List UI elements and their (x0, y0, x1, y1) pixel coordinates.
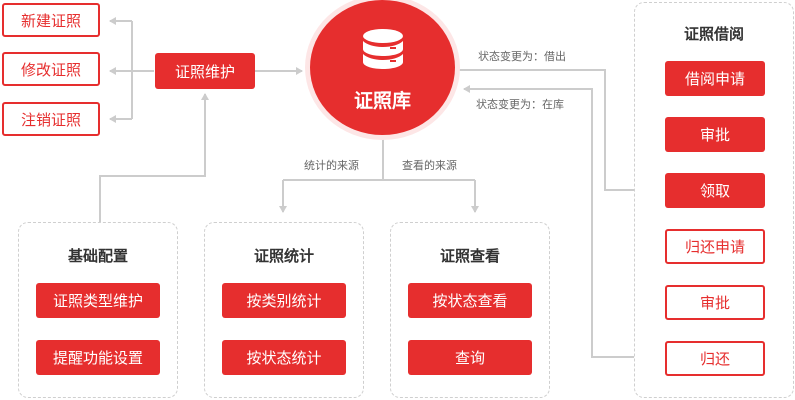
return-apply-label: 归还申请 (684, 238, 745, 256)
license-view-panel: 证照查看 按状态查看 查询 (390, 222, 550, 398)
query-label: 查询 (454, 349, 485, 367)
license-stats-panel: 证照统计 按类别统计 按状态统计 (204, 222, 364, 398)
stats-by-category-label: 按类别统计 (246, 292, 322, 310)
receive-step[interactable]: 领取 (665, 173, 765, 208)
new-license-label: 新建证照 (20, 11, 81, 30)
query-button[interactable]: 查询 (408, 340, 532, 375)
return-approve-label: 审批 (699, 294, 730, 312)
license-maintain-label: 证照维护 (174, 62, 235, 81)
license-borrow-title: 证照借阅 (683, 25, 744, 43)
hub-label: 证照库 (353, 90, 411, 112)
hub-to-receive-arrow (457, 69, 657, 194)
modify-license-label: 修改证照 (20, 60, 81, 79)
borrow-approve-step[interactable]: 审批 (665, 117, 765, 152)
cancel-license-label: 注销证照 (20, 110, 81, 129)
receive-label: 领取 (699, 182, 730, 200)
cancel-license-box[interactable]: 注销证照 (2, 102, 100, 136)
status-instock-note: 状态变更为：在库 (476, 98, 564, 111)
return-to-hub-arrow (463, 85, 665, 358)
return-apply-step[interactable]: 归还申请 (665, 229, 765, 264)
view-source-label: 查看的来源 (402, 159, 457, 172)
license-view-title: 证照查看 (439, 247, 500, 265)
return-step[interactable]: 归还 (665, 341, 765, 376)
stats-source-label: 统计的来源 (304, 159, 359, 172)
database-icon (363, 29, 403, 69)
borrow-approve-label: 审批 (699, 126, 730, 144)
license-maintain-box[interactable]: 证照维护 (155, 53, 255, 89)
reminder-settings-label: 提醒功能设置 (52, 349, 143, 367)
basic-config-panel: 基础配置 证照类型维护 提醒功能设置 (18, 222, 178, 398)
modify-license-box[interactable]: 修改证照 (2, 52, 100, 86)
borrow-apply-step[interactable]: 借阅申请 (665, 61, 765, 96)
license-stats-title: 证照统计 (253, 247, 314, 265)
stats-by-status-button[interactable]: 按状态统计 (222, 340, 346, 375)
new-license-box[interactable]: 新建证照 (2, 3, 100, 37)
license-type-maintain-label: 证照类型维护 (52, 292, 143, 310)
borrow-apply-label: 借阅申请 (684, 70, 745, 88)
view-by-status-label: 按状态查看 (432, 292, 508, 310)
stats-by-status-label: 按状态统计 (246, 349, 322, 367)
stats-by-category-button[interactable]: 按类别统计 (222, 283, 346, 318)
license-type-maintain-button[interactable]: 证照类型维护 (36, 283, 160, 318)
return-approve-step[interactable]: 审批 (665, 285, 765, 320)
config-to-maintain-arrow (99, 93, 209, 222)
return-label: 归还 (699, 350, 730, 368)
reminder-settings-button[interactable]: 提醒功能设置 (36, 340, 160, 375)
basic-config-title: 基础配置 (67, 247, 128, 265)
status-borrowed-note: 状态变更为：借出 (478, 50, 566, 63)
license-repository-hub: 证照库 (310, 0, 455, 135)
view-by-status-button[interactable]: 按状态查看 (408, 283, 532, 318)
